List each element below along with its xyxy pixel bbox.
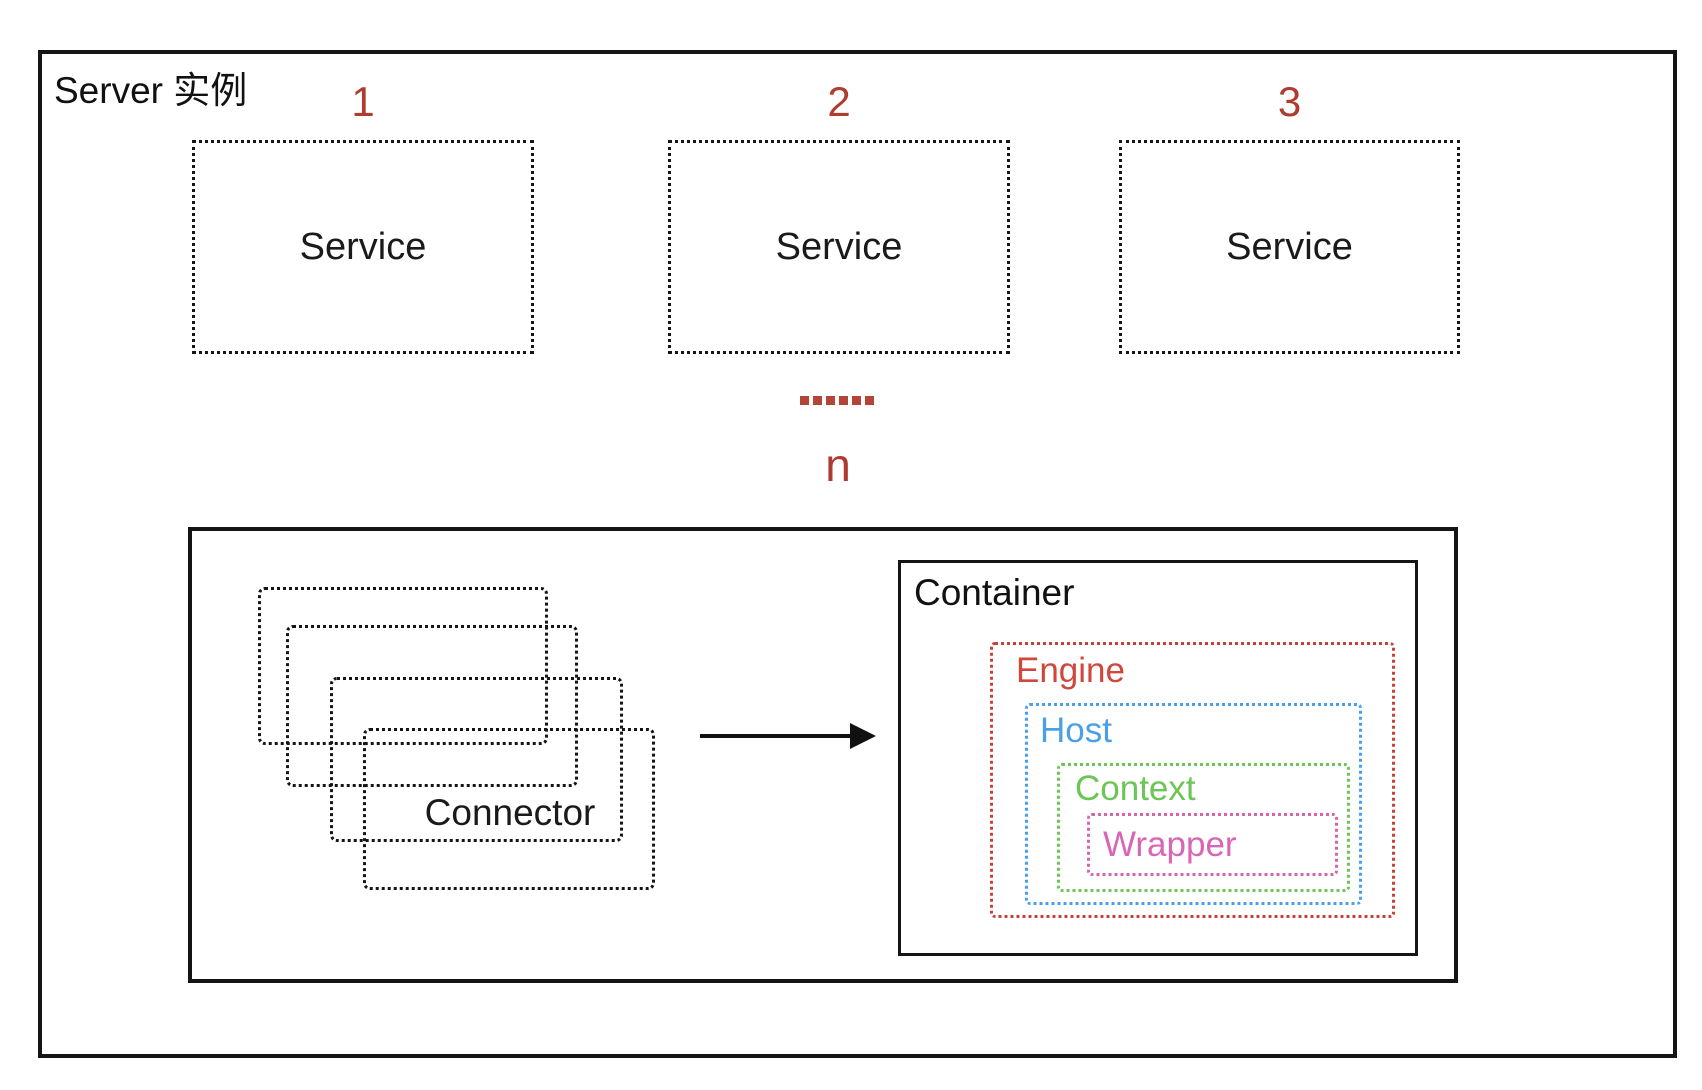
service-index-2: 2 xyxy=(827,78,851,125)
server-instance-box xyxy=(38,50,1677,1058)
connector-label: Connector xyxy=(424,792,596,833)
nth-service-label: n xyxy=(825,439,851,491)
service-box-3: Service xyxy=(1119,140,1460,354)
service-label-1: Service xyxy=(299,225,427,268)
service-detail-box xyxy=(188,527,1458,983)
flow-arrow-line xyxy=(700,734,852,738)
ellipsis-dot xyxy=(813,396,822,405)
service-label-2: Service xyxy=(775,225,903,268)
ellipsis-dot xyxy=(865,396,874,405)
container-box xyxy=(898,560,1418,956)
wrapper-box xyxy=(1087,813,1338,876)
engine-label: Engine xyxy=(1016,651,1125,690)
context-box xyxy=(1057,763,1350,892)
context-label: Context xyxy=(1075,769,1196,808)
service-index-3: 3 xyxy=(1277,78,1302,125)
ellipsis-dot xyxy=(839,396,848,405)
connector-box-1 xyxy=(258,587,548,745)
host-box xyxy=(1025,703,1362,905)
ellipsis-dots-icon xyxy=(800,396,880,406)
connector-box-3 xyxy=(330,677,623,842)
ellipsis-dot xyxy=(826,396,835,405)
service-box-1: Service xyxy=(192,140,534,354)
flow-arrow-head-icon xyxy=(850,723,876,749)
service-index-1: 1 xyxy=(351,78,375,125)
server-instance-label: Server 实例 xyxy=(54,70,248,111)
ellipsis-dot xyxy=(800,396,809,405)
wrapper-label: Wrapper xyxy=(1103,825,1237,864)
ellipsis-dot xyxy=(852,396,861,405)
engine-box xyxy=(990,642,1395,918)
container-label: Container xyxy=(914,572,1075,613)
connector-box-4 xyxy=(363,728,655,890)
connector-box-2 xyxy=(286,625,578,787)
service-box-2: Service xyxy=(668,140,1010,354)
host-label: Host xyxy=(1040,711,1112,750)
service-label-3: Service xyxy=(1226,225,1353,268)
